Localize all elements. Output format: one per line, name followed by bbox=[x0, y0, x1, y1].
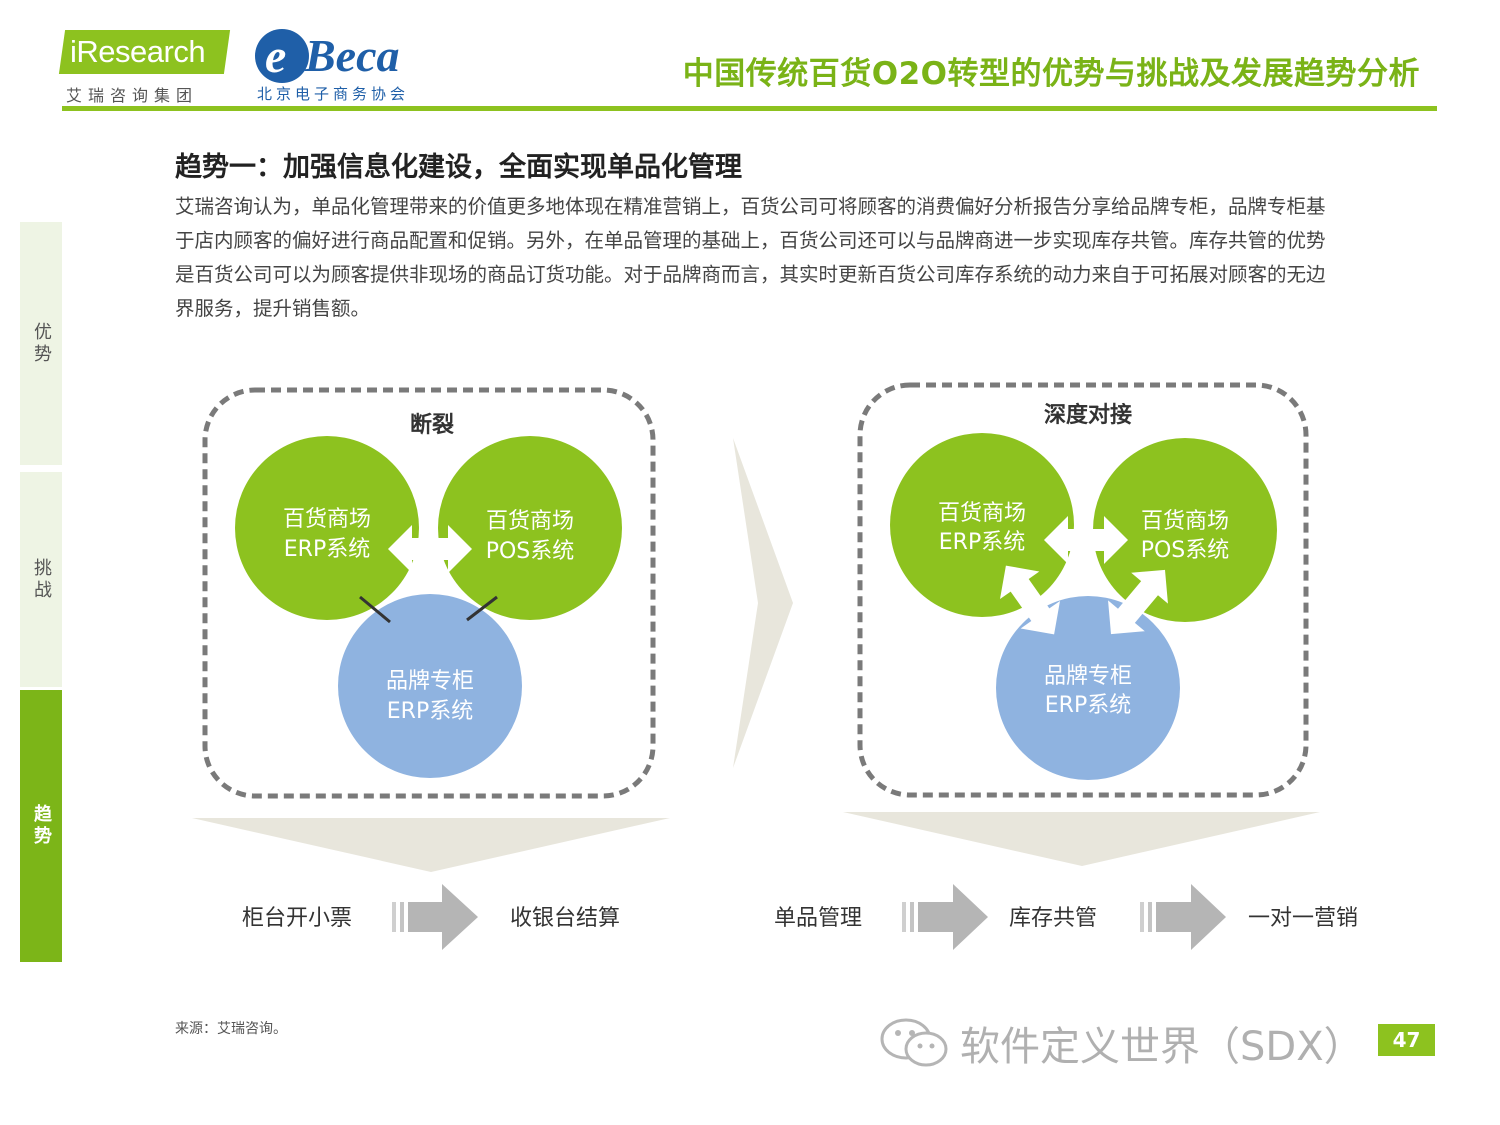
right-circle-mall-pos-line2: POS系统 bbox=[1141, 538, 1230, 563]
left-circle-brand-erp-line2: ERP系统 bbox=[387, 699, 473, 724]
nav-tab-label: 优势 bbox=[31, 321, 52, 366]
ebeca-logo-circle: e bbox=[255, 29, 309, 83]
nav-tab-trend[interactable]: 趋势 bbox=[20, 690, 62, 962]
left-flow-arrow bbox=[392, 884, 478, 950]
right-panel-title: 深度对接 bbox=[1044, 402, 1132, 428]
ebeca-logo: e Beca 北京电子商务协会 bbox=[255, 25, 455, 103]
page-title: 中国传统百货O2O转型的优势与挑战及发展趋势分析 bbox=[682, 56, 1420, 92]
iresearch-logo-text: iResearch bbox=[70, 34, 206, 69]
ebeca-logo-subtitle: 北京电子商务协会 bbox=[257, 85, 410, 103]
left-flow-step-1: 柜台开小票 bbox=[242, 906, 352, 931]
right-down-chevron bbox=[843, 812, 1320, 866]
right-flow-step-2: 库存共管 bbox=[1009, 906, 1097, 931]
left-circle-mall-pos-line1: 百货商场 bbox=[486, 509, 574, 534]
integration-diagram: 断裂 百货商场 ERP系统 百货商场 POS系统 品牌专柜 ERP系统 深度对接… bbox=[192, 382, 1358, 950]
left-broken-link-a bbox=[359, 595, 391, 624]
iresearch-logo-subtitle: 艾瑞咨询集团 bbox=[66, 86, 199, 105]
left-panel-title: 断裂 bbox=[410, 412, 454, 438]
left-circle-mall-pos bbox=[438, 436, 622, 620]
wechat-icon bbox=[880, 1018, 948, 1067]
page-number-badge bbox=[1378, 1024, 1435, 1056]
nav-tab-challenge[interactable]: 挑战 bbox=[20, 472, 62, 687]
right-circle-mall-erp-line2: ERP系统 bbox=[939, 530, 1025, 555]
left-circle-mall-erp bbox=[235, 436, 419, 620]
right-diag-arrow-b bbox=[1108, 569, 1168, 635]
left-circle-mall-erp-line2: ERP系统 bbox=[284, 537, 370, 562]
watermark: 软件定义世界（SDX） bbox=[878, 1014, 1364, 1072]
section-body: 艾瑞咨询认为，单品化管理带来的价值更多地体现在精准营销上，百货公司可将顾客的消费… bbox=[175, 195, 1326, 320]
right-flow-step-3: 一对一营销 bbox=[1248, 906, 1358, 931]
right-circle-brand-erp bbox=[996, 596, 1180, 780]
right-diag-arrow-a bbox=[1000, 565, 1060, 635]
watermark-text: 软件定义世界（SDX） bbox=[960, 1024, 1364, 1070]
right-panel-border bbox=[857, 382, 1309, 798]
right-flow-arrow-1 bbox=[902, 884, 988, 950]
section-heading: 趋势一：加强信息化建设，全面实现单品化管理 bbox=[175, 152, 742, 183]
ebeca-logo-text: Beca bbox=[305, 30, 400, 81]
right-circle-brand-erp-line2: ERP系统 bbox=[1045, 693, 1131, 718]
left-double-arrow bbox=[388, 525, 472, 573]
left-circle-mall-erp-line1: 百货商场 bbox=[283, 507, 371, 532]
left-circle-brand-erp-line1: 品牌专柜 bbox=[386, 669, 474, 694]
left-broken-link-b bbox=[466, 595, 498, 622]
nav-tab-label: 趋势 bbox=[31, 804, 52, 848]
nav-tab-label: 挑战 bbox=[31, 557, 52, 602]
left-panel-border bbox=[202, 387, 656, 799]
left-flow-step-2: 收银台结算 bbox=[510, 906, 620, 931]
right-circle-mall-pos-line1: 百货商场 bbox=[1141, 509, 1229, 534]
right-flow-arrow-2 bbox=[1140, 884, 1226, 950]
right-circle-brand-erp-line1: 品牌专柜 bbox=[1044, 664, 1132, 689]
left-circle-brand-erp bbox=[338, 594, 522, 778]
page-number: 47 bbox=[1392, 1028, 1421, 1052]
right-flow-step-1: 单品管理 bbox=[774, 906, 862, 931]
center-transition-arrow bbox=[733, 438, 793, 768]
iresearch-logo: iResearch 艾瑞咨询集团 bbox=[58, 20, 237, 105]
source-note: 来源：艾瑞咨询。 bbox=[175, 1021, 287, 1037]
left-down-chevron bbox=[192, 818, 670, 872]
right-circle-mall-erp-line1: 百货商场 bbox=[938, 501, 1026, 526]
header-divider bbox=[62, 106, 1437, 111]
nav-tab-advantage[interactable]: 优势 bbox=[20, 222, 62, 465]
right-double-arrow bbox=[1044, 516, 1128, 564]
left-circle-mall-pos-line2: POS系统 bbox=[486, 539, 575, 564]
